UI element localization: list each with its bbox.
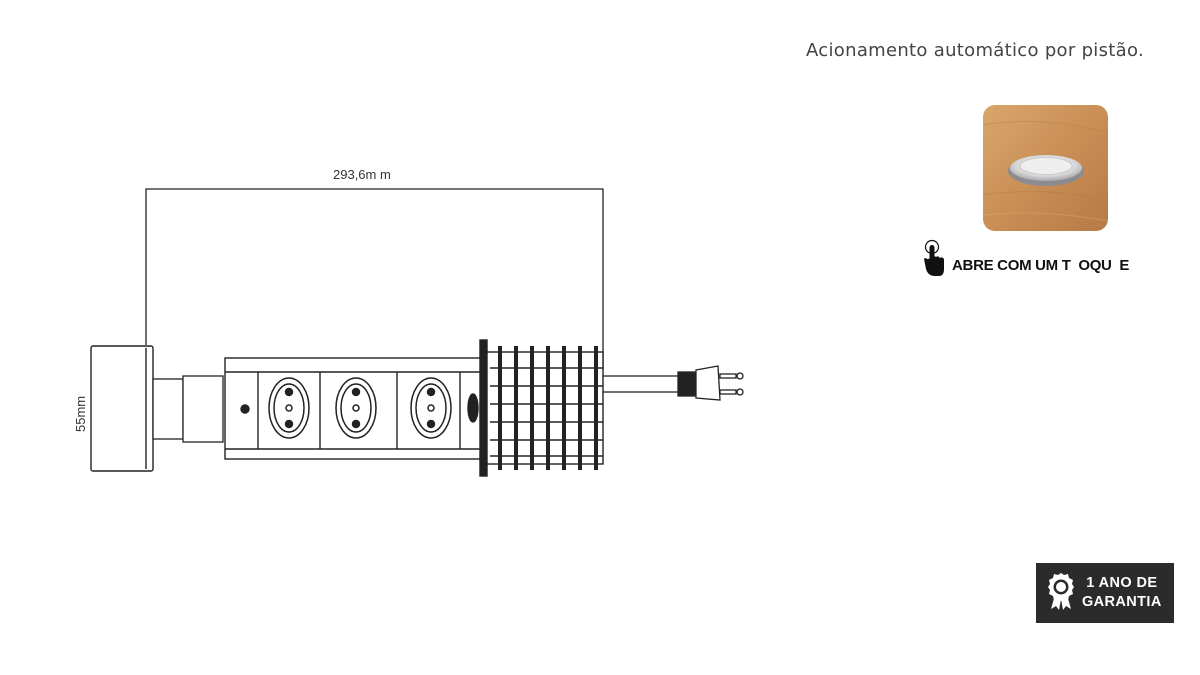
warranty-text: 1 ANO DE GARANTIA xyxy=(1082,574,1162,612)
length-dimension-line xyxy=(145,188,604,370)
warranty-badge: 1 ANO DE GARANTIA xyxy=(1036,563,1174,623)
warranty-line-2: GARANTIA xyxy=(1082,594,1162,610)
award-seal-icon xyxy=(1046,571,1076,615)
touch-label: ABRE COM UM T OQU E xyxy=(952,256,1130,274)
neck xyxy=(152,375,224,443)
length-label: 293,6m m xyxy=(333,167,391,182)
power-cord xyxy=(603,375,682,393)
socket-3 xyxy=(410,377,452,439)
tagline: Acionamento automático por pistão. xyxy=(806,40,1144,61)
warranty-line-1: 1 ANO DE xyxy=(1086,575,1158,591)
plug xyxy=(677,365,744,401)
hand-pointer-icon xyxy=(922,239,946,281)
socket-2 xyxy=(335,377,377,439)
product-photo xyxy=(983,105,1108,231)
spring-housing xyxy=(479,339,604,477)
power-tower-diagram: 293,6m m 55mm xyxy=(73,167,744,477)
touch-feature: ABRE COM UM T OQU E xyxy=(922,239,1130,281)
socket-1 xyxy=(268,377,310,439)
height-label: 55mm xyxy=(73,396,88,432)
top-cap xyxy=(90,345,154,472)
